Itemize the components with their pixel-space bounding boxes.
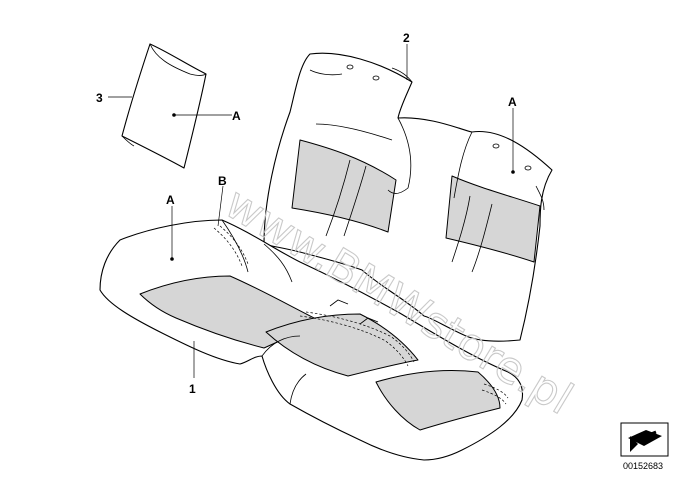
print-arrow-icon[interactable] xyxy=(620,422,669,457)
backrest-part-2 xyxy=(263,52,553,342)
cushion-part-1 xyxy=(99,219,524,461)
callout-part-2: 2 xyxy=(403,31,410,45)
callout-point-a-backrest: A xyxy=(508,95,517,109)
diagram-reference-number: 00152683 xyxy=(623,461,663,471)
leader-lines xyxy=(108,44,514,378)
callout-part-1: 1 xyxy=(189,382,196,396)
callout-point-b-seam: B xyxy=(218,174,227,188)
callout-part-3: 3 xyxy=(96,91,103,105)
callout-point-a-pad: A xyxy=(232,109,241,123)
callout-point-a-cushion: A xyxy=(166,193,175,207)
pad-part-3 xyxy=(121,43,207,169)
